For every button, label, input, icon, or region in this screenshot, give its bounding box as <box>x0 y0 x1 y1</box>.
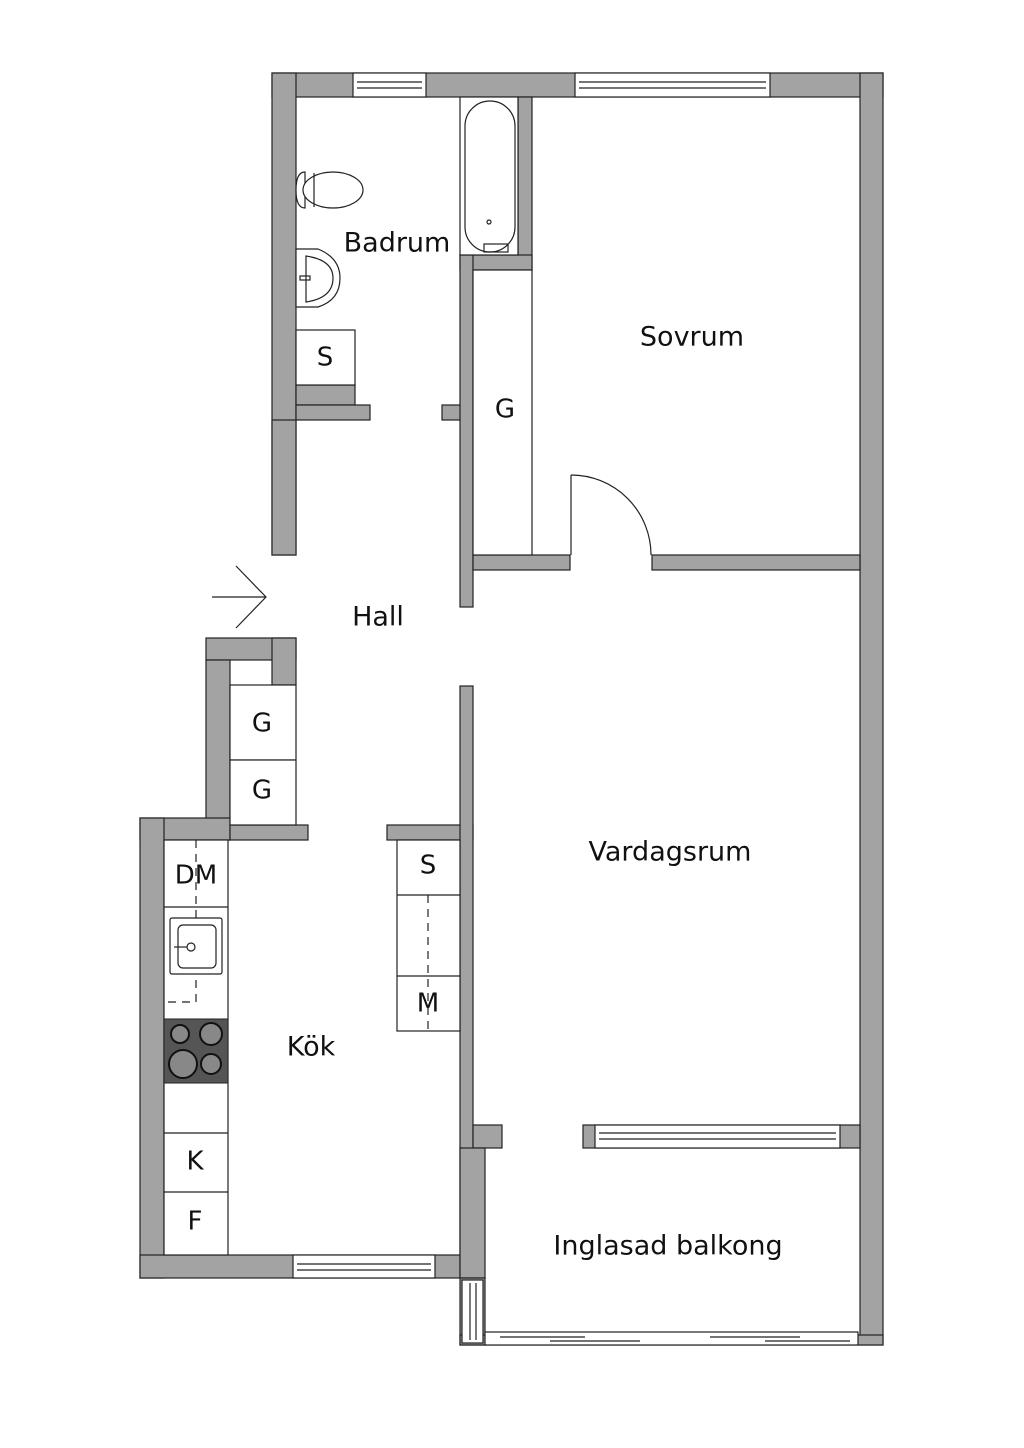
bedroom-wardrobe <box>472 269 533 556</box>
bath-storage-label: S <box>317 343 334 373</box>
hall-wardrobe-2-label: G <box>252 776 272 806</box>
room-label-balkong: Inglasad balkong <box>553 1231 782 1262</box>
hall-wardrobe-1-label: G <box>252 709 272 739</box>
bath-storage-cabinet <box>295 329 356 386</box>
kitchen-sink-icon <box>169 917 223 975</box>
toilet-icon <box>295 171 364 209</box>
stove-icon <box>163 1018 229 1084</box>
room-label-badrum: Badrum <box>344 228 451 259</box>
kitchen-right-counter <box>396 839 461 1032</box>
kitchen-storage-label: S <box>420 851 437 881</box>
freezer-label: F <box>188 1207 203 1237</box>
microwave-label: M <box>417 989 439 1019</box>
hall-wardrobe-2 <box>229 759 297 826</box>
room-label-sovrum: Sovrum <box>640 322 744 353</box>
bedroom-wardrobe-label: G <box>495 395 515 425</box>
room-label-hall: Hall <box>352 602 404 633</box>
windows <box>292 72 859 1346</box>
walls <box>139 72 884 1346</box>
room-label-kok: Kök <box>287 1032 336 1063</box>
entrance-arrow-icon <box>212 565 267 629</box>
room-label-vardagsrum: Vardagsrum <box>589 837 752 868</box>
dishwasher-label: DM <box>175 861 217 891</box>
fridge-label: K <box>186 1147 204 1177</box>
bedroom-door <box>570 474 652 556</box>
bathtub-icon <box>459 96 519 256</box>
sink-icon <box>295 248 341 308</box>
